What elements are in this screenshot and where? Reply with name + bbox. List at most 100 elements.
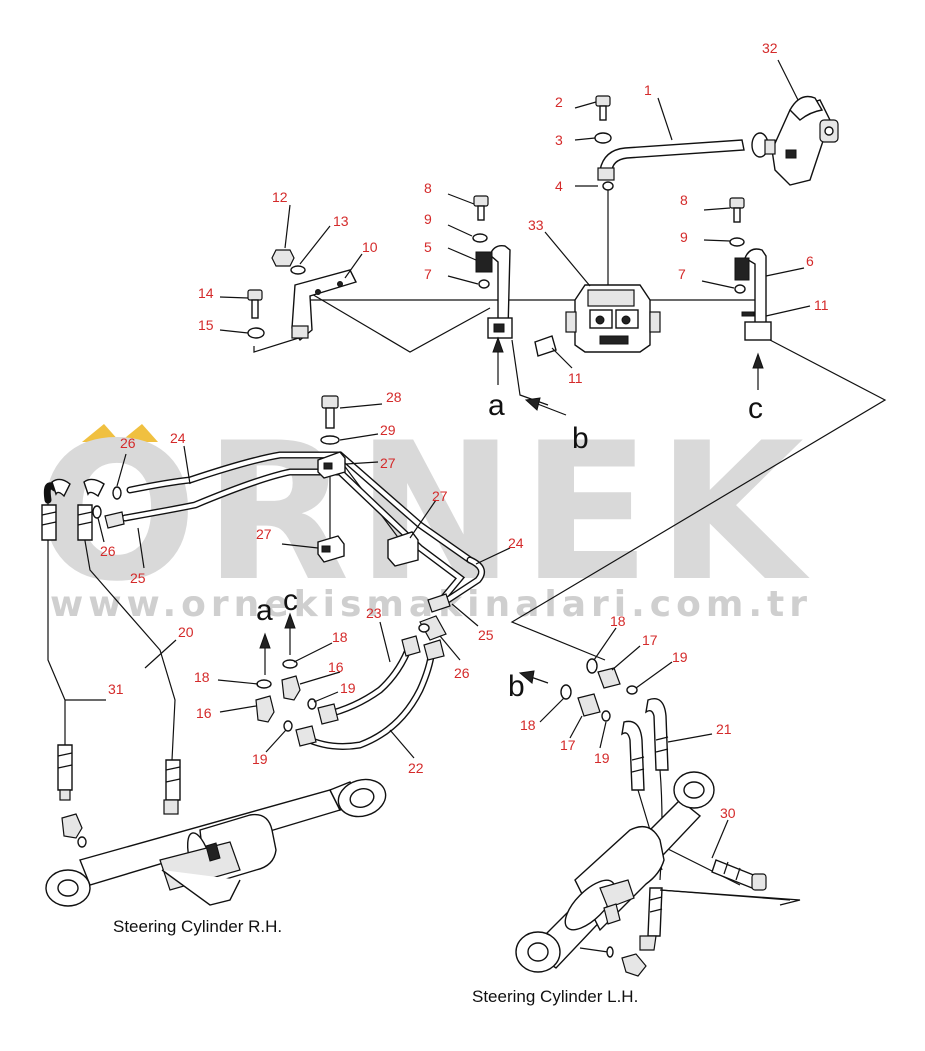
callout-9: 9 <box>424 211 432 227</box>
oring-18-right-b <box>560 684 572 700</box>
callout-30: 30 <box>720 805 736 821</box>
left-hoses <box>41 478 181 848</box>
flow-arrows-top <box>492 336 764 416</box>
callout-27c: 27 <box>256 526 272 542</box>
letter-b-top: b <box>572 422 589 455</box>
callout-7: 7 <box>424 266 432 282</box>
elbow-lh-cylinder <box>621 953 647 977</box>
callout-20: 20 <box>178 624 194 640</box>
callout-18b: 18 <box>194 669 210 685</box>
elbow-16-upper <box>281 675 301 701</box>
callout-13: 13 <box>333 213 349 229</box>
callout-31: 31 <box>108 681 124 697</box>
washer-3 <box>594 132 612 144</box>
connector-17-lower <box>577 693 601 717</box>
oring-19-center-a <box>307 698 317 710</box>
hose-31-lower-fitting <box>57 744 73 791</box>
callout-26b: 26 <box>100 543 116 559</box>
hose-21-lower <box>621 720 645 791</box>
top-assembly <box>247 95 839 416</box>
callout-8: 8 <box>424 180 432 196</box>
hose-30-fitting <box>711 859 757 889</box>
elbow-left-cylinder <box>61 813 83 839</box>
letter-b-right: b <box>508 670 525 703</box>
caption-rh: Steering Cylinder R.H. <box>113 917 282 936</box>
oring-19-right-b <box>601 710 611 722</box>
oring-26-left-bottom <box>92 505 102 519</box>
callout-9b: 9 <box>680 229 688 245</box>
callout-29: 29 <box>380 422 396 438</box>
callout-22: 22 <box>408 760 424 776</box>
fitting-25-right <box>427 593 451 613</box>
flange-4 <box>597 167 615 181</box>
fitting-26-right <box>419 615 447 641</box>
bracket-10 <box>247 249 357 342</box>
callout-10: 10 <box>362 239 378 255</box>
callout-2: 2 <box>555 94 563 110</box>
right-lower-fittings <box>518 658 767 891</box>
callout-15: 15 <box>198 317 214 333</box>
callout-19d: 19 <box>594 750 610 766</box>
callouts: 1 2 3 4 5 6 7 7 8 8 9 9 10 11 11 12 13 1… <box>65 40 829 859</box>
callout-11b: 11 <box>814 297 829 313</box>
bolt-28-head <box>321 395 339 409</box>
callout-24b: 24 <box>508 535 524 551</box>
oring-26-left-top <box>112 486 122 500</box>
flow-letters: a b c a c b <box>256 389 763 703</box>
callout-26c: 26 <box>454 665 470 681</box>
left-riser <box>472 195 557 357</box>
callout-4: 4 <box>555 178 563 194</box>
callout-18d: 18 <box>520 717 536 733</box>
middle-assembly <box>92 395 486 641</box>
callout-6: 6 <box>806 253 814 269</box>
callout-8b: 8 <box>680 192 688 208</box>
fitting-25-left <box>104 511 125 529</box>
oring-4 <box>602 181 614 191</box>
callout-7b: 7 <box>678 266 686 282</box>
callout-12: 12 <box>272 189 288 205</box>
callout-26: 26 <box>120 435 136 451</box>
callout-32: 32 <box>762 40 778 56</box>
oring-19-right-a <box>626 685 638 695</box>
valve-32 <box>751 95 839 186</box>
valve-33 <box>565 284 661 353</box>
letter-c-mid: c <box>283 584 298 617</box>
bolt-2-head <box>595 95 611 107</box>
clamp-27-bottom <box>317 535 345 563</box>
bolt-28-shank <box>325 407 335 429</box>
washer-29 <box>320 435 340 445</box>
callout-27: 27 <box>380 455 396 471</box>
watermark-accent-left <box>82 424 120 442</box>
callout-19b: 19 <box>252 751 268 767</box>
callout-1: 1 <box>644 82 652 98</box>
clamp-27-mid <box>387 531 419 567</box>
hose-23 <box>321 641 414 719</box>
bolt-2-shank <box>599 105 607 121</box>
letter-a-top: a <box>488 389 505 422</box>
oring-19-center-b <box>283 720 293 732</box>
hose-21-upper <box>645 698 669 771</box>
connector-17-upper <box>597 667 621 689</box>
pipe-1 <box>599 139 745 173</box>
oring-18-center-a <box>282 659 298 669</box>
callout-18c: 18 <box>610 613 626 629</box>
callout-18: 18 <box>332 629 348 645</box>
oring-18-center-b <box>256 679 272 689</box>
callout-27b: 27 <box>432 488 448 504</box>
callout-33: 33 <box>528 217 544 233</box>
watermark-accent-right <box>120 424 158 442</box>
letter-c-top: c <box>748 392 763 425</box>
callout-25b: 25 <box>478 627 494 643</box>
callout-19c: 19 <box>672 649 688 665</box>
callout-17: 17 <box>642 632 658 648</box>
callout-14: 14 <box>198 285 214 301</box>
callout-25: 25 <box>130 570 146 586</box>
callout-16: 16 <box>328 659 344 675</box>
callout-23: 23 <box>366 605 382 621</box>
callout-17b: 17 <box>560 737 576 753</box>
callout-21: 21 <box>716 721 732 737</box>
steering-cylinder-rh <box>45 778 387 907</box>
right-riser <box>729 197 772 341</box>
steering-cylinder-lh <box>515 771 791 977</box>
